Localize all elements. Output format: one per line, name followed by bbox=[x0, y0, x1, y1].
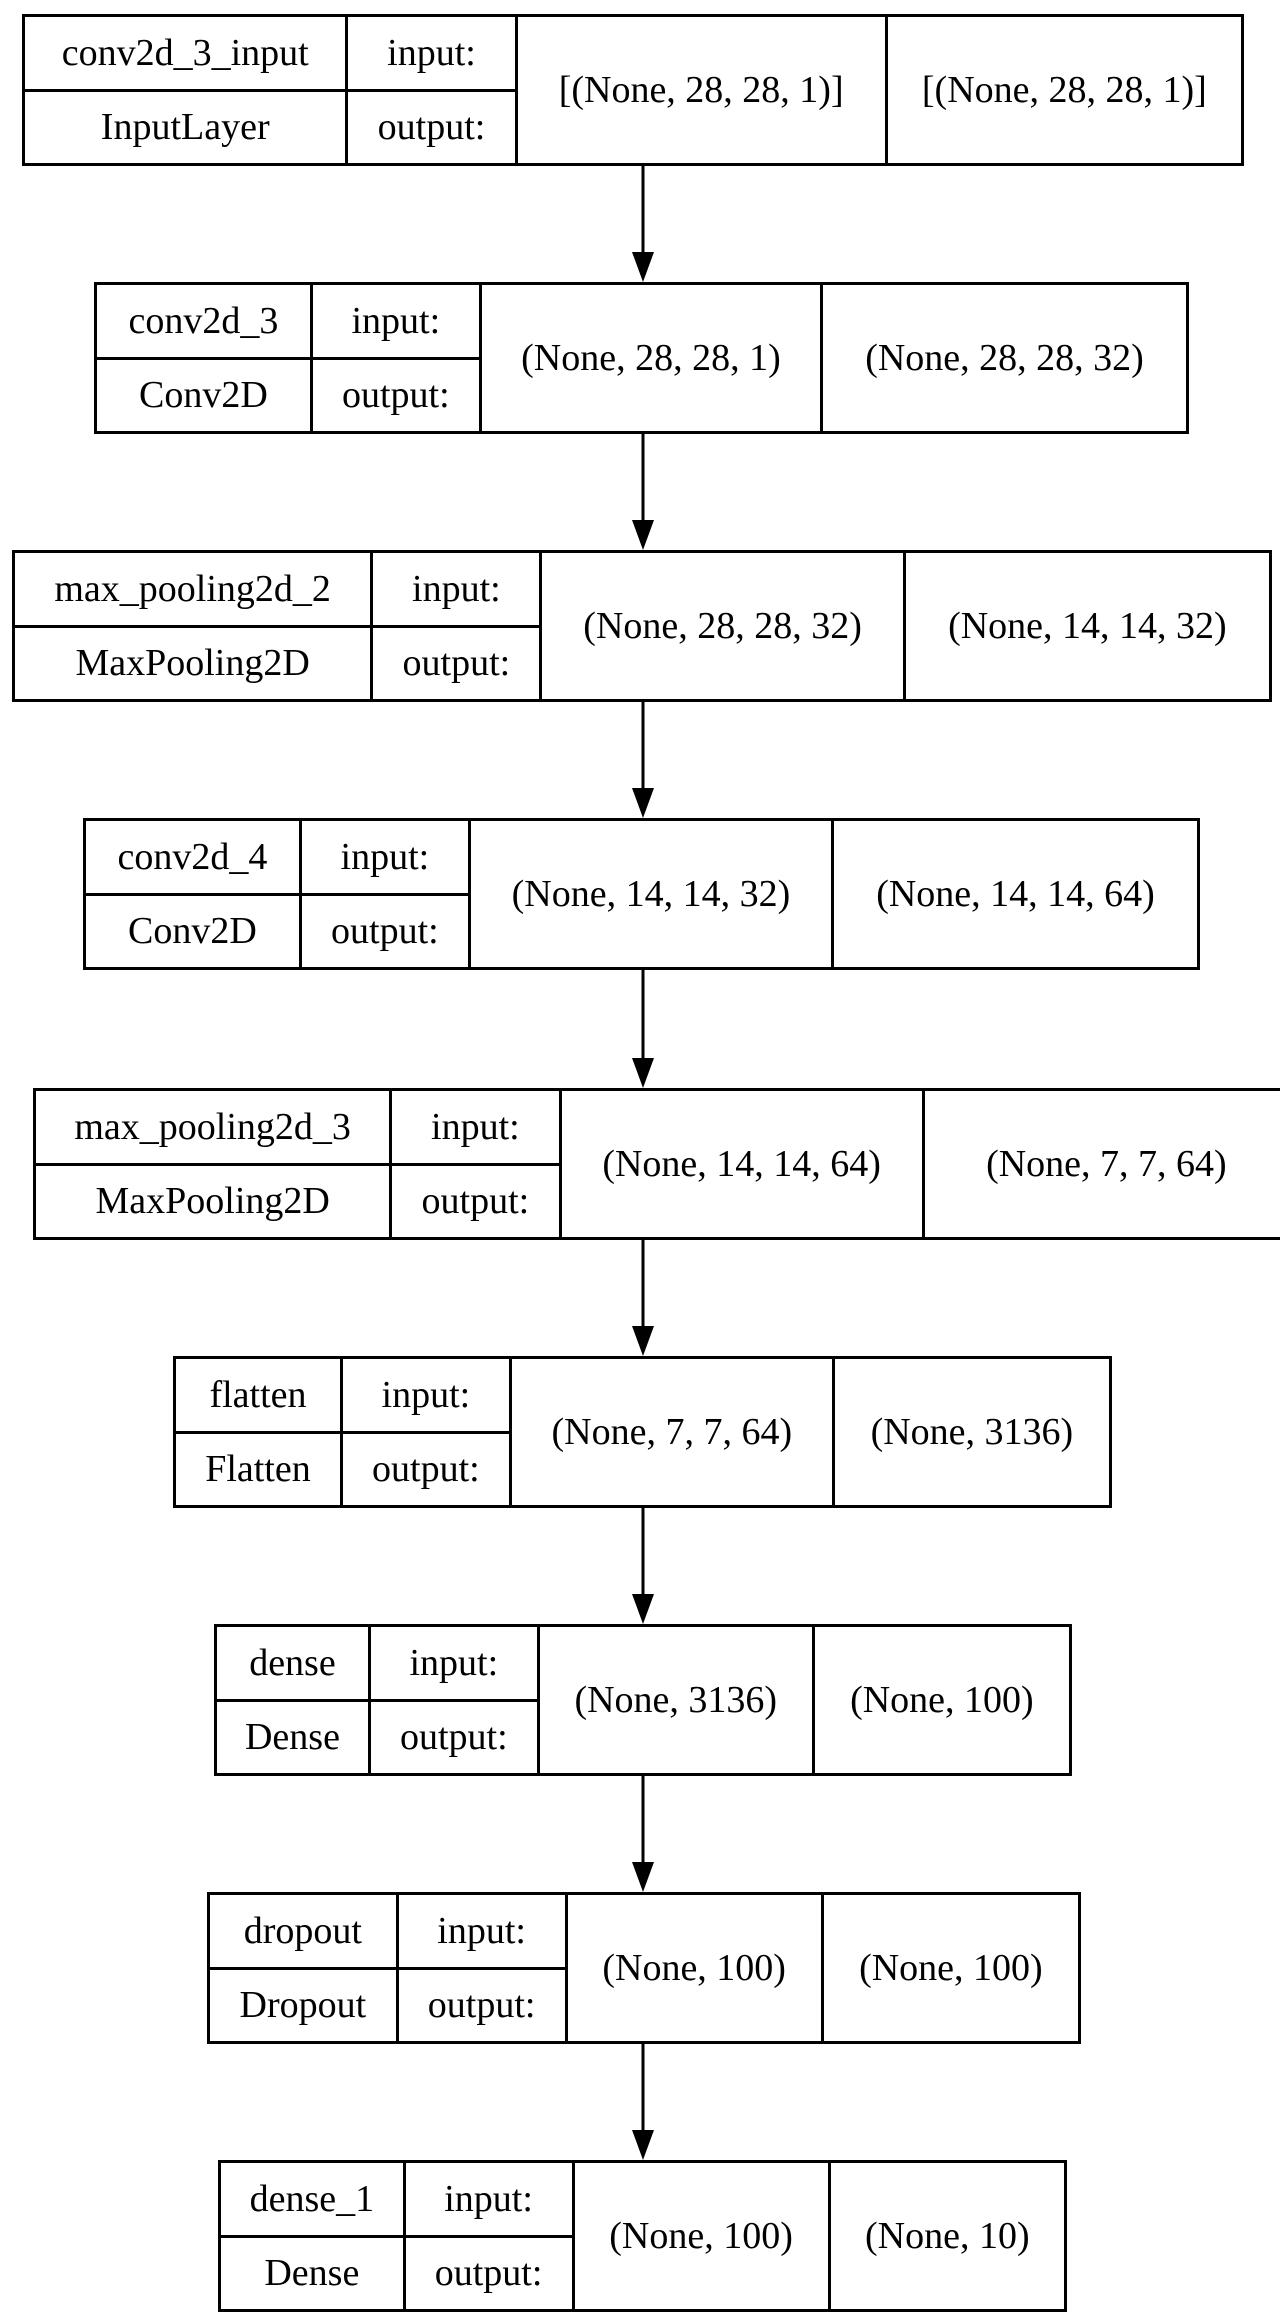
arrowhead bbox=[632, 252, 654, 282]
output-label: output: bbox=[434, 2252, 543, 2295]
layer-name: conv2d_3_input bbox=[25, 17, 346, 92]
input-label: input: bbox=[405, 2163, 572, 2238]
io-label-cell: input: output: bbox=[405, 2163, 575, 2309]
arrowhead bbox=[632, 2130, 654, 2160]
output-label: output: bbox=[421, 1180, 530, 1223]
layer-name: flatten bbox=[176, 1359, 340, 1434]
arrowhead bbox=[632, 788, 654, 818]
layer-type: MaxPooling2D bbox=[95, 1180, 330, 1223]
input-label: input: bbox=[301, 821, 468, 896]
io-label-cell: input: output: bbox=[342, 1359, 512, 1505]
output-label: output: bbox=[402, 642, 511, 685]
input-label: input: bbox=[370, 1627, 537, 1702]
output-shape: (None, 28, 28, 32) bbox=[865, 337, 1144, 379]
output-shape: [(None, 28, 28, 1)] bbox=[921, 69, 1207, 111]
output-shape: (None, 100) bbox=[859, 1947, 1043, 1989]
output-label: output: bbox=[377, 106, 486, 149]
output-shape: (None, 100) bbox=[850, 1679, 1034, 1721]
input-shape: [(None, 28, 28, 1)] bbox=[518, 17, 888, 163]
io-label-cell: input: output: bbox=[370, 1627, 540, 1773]
arrowhead bbox=[632, 1058, 654, 1088]
arrowhead bbox=[632, 1326, 654, 1356]
layer-name: max_pooling2d_2 bbox=[15, 553, 371, 628]
input-shape: (None, 28, 28, 32) bbox=[542, 553, 906, 699]
input-shape: (None, 7, 7, 64) bbox=[512, 1359, 835, 1505]
input-label: input: bbox=[348, 17, 515, 92]
layer-type: Dropout bbox=[239, 1984, 367, 2027]
layer-type: InputLayer bbox=[100, 106, 270, 149]
input-shape: (None, 100) bbox=[568, 1895, 824, 2041]
layer-type: Dense bbox=[244, 1716, 340, 1759]
input-label: input: bbox=[342, 1359, 509, 1434]
layer-type: MaxPooling2D bbox=[75, 642, 310, 685]
layer-name: dense bbox=[217, 1627, 368, 1702]
input-shape: (None, 100) bbox=[575, 2163, 831, 2309]
output-shape: (None, 10) bbox=[865, 2215, 1030, 2257]
layer-name: dropout bbox=[210, 1895, 396, 1970]
output-label: output: bbox=[331, 910, 439, 953]
output-label: output: bbox=[342, 374, 450, 417]
layer-type: Flatten bbox=[205, 1448, 311, 1491]
layer-type: Conv2D bbox=[139, 374, 268, 417]
io-label-cell: input: output: bbox=[312, 285, 482, 431]
io-label-cell: input: output: bbox=[373, 553, 543, 699]
layer-name: max_pooling2d_3 bbox=[36, 1091, 390, 1166]
input-label: input: bbox=[312, 285, 479, 360]
layer-name: conv2d_3 bbox=[97, 285, 310, 360]
output-label: output: bbox=[427, 1984, 536, 2027]
arrowhead bbox=[632, 520, 654, 550]
output-shape: (None, 14, 14, 32) bbox=[948, 605, 1227, 647]
input-shape: (None, 14, 14, 32) bbox=[471, 821, 834, 967]
input-label: input: bbox=[398, 1895, 565, 1970]
io-label-cell: input: output: bbox=[392, 1091, 562, 1237]
arrowhead bbox=[632, 1594, 654, 1624]
output-label: output: bbox=[372, 1448, 480, 1491]
input-label: input: bbox=[373, 553, 540, 628]
output-shape: (None, 14, 14, 64) bbox=[876, 873, 1155, 915]
output-shape: (None, 7, 7, 64) bbox=[986, 1143, 1227, 1185]
layer-name: conv2d_4 bbox=[86, 821, 299, 896]
output-shape: (None, 3136) bbox=[870, 1411, 1074, 1453]
input-label: input: bbox=[392, 1091, 559, 1166]
io-label-cell: input: output: bbox=[301, 821, 471, 967]
arrowhead bbox=[632, 1862, 654, 1892]
io-label-cell: input: output: bbox=[348, 17, 518, 163]
output-label: output: bbox=[399, 1716, 508, 1759]
layer-name: dense_1 bbox=[221, 2163, 403, 2238]
input-shape: (None, 14, 14, 64) bbox=[562, 1091, 925, 1237]
input-shape: (None, 3136) bbox=[540, 1627, 815, 1773]
io-label-cell: input: output: bbox=[398, 1895, 568, 2041]
layer-type: Dense bbox=[264, 2252, 360, 2295]
input-shape: (None, 28, 28, 1) bbox=[482, 285, 824, 431]
layer-type: Conv2D bbox=[128, 910, 257, 953]
